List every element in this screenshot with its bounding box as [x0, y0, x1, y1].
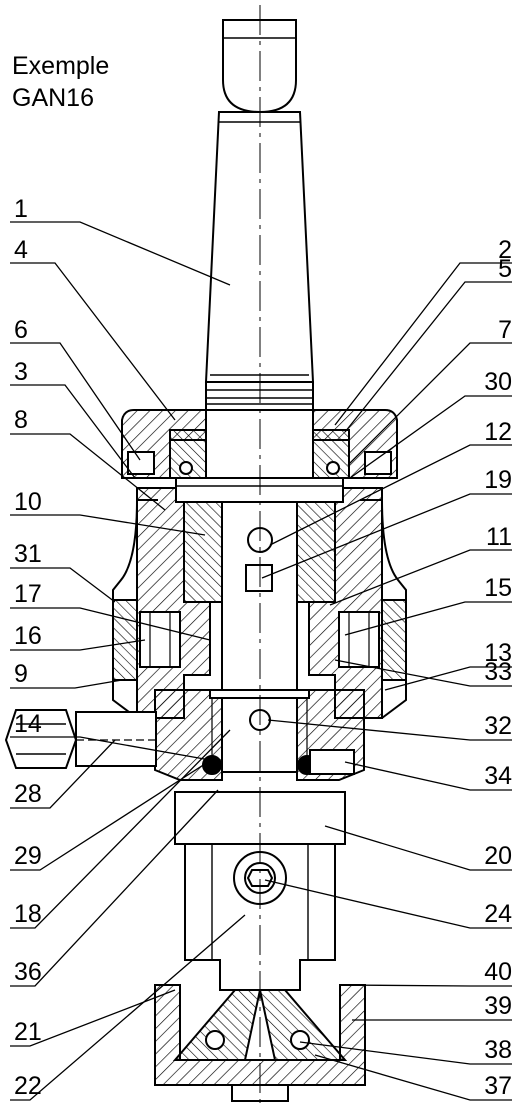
part-label-right: 39	[484, 992, 512, 1020]
part-label-right: 7	[498, 316, 512, 344]
part-label-left: 1	[14, 195, 28, 223]
part-label-left: 36	[14, 958, 42, 986]
part-label-left: 14	[14, 710, 42, 738]
part-label-right: 19	[484, 466, 512, 494]
title-line-2: GAN16	[12, 84, 94, 112]
part-label-left: 22	[14, 1072, 42, 1100]
part-label-left: 17	[14, 580, 42, 608]
part-label-left: 9	[14, 660, 28, 688]
part-label-right: 33	[484, 658, 512, 686]
part-label-right: 13	[484, 639, 512, 667]
title-line-1: Exemple	[12, 52, 110, 80]
part-label-left: 6	[14, 316, 28, 344]
part-label-left: 8	[14, 406, 28, 434]
part-label-right: 5	[498, 255, 512, 283]
part-label-left: 10	[14, 488, 42, 516]
part-label-right: 2	[498, 236, 512, 264]
part-label-right: 32	[484, 712, 512, 740]
part-label-right: 30	[484, 368, 512, 396]
part-label-right: 20	[484, 842, 512, 870]
part-label-left: 21	[14, 1018, 42, 1046]
part-label-left: 28	[14, 780, 42, 808]
part-label-left: 16	[14, 622, 42, 650]
part-label-left: 18	[14, 900, 42, 928]
part-label-right: 37	[484, 1072, 512, 1100]
part-label-right: 24	[484, 900, 512, 928]
part-label-left: 29	[14, 842, 42, 870]
part-label-right: 12	[484, 418, 512, 446]
part-label-right: 34	[484, 762, 512, 790]
part-label-right: 40	[484, 958, 512, 986]
part-label-right: 11	[486, 523, 512, 551]
part-label-left: 3	[14, 358, 28, 386]
part-label-right: 38	[484, 1036, 512, 1064]
part-label-left: 31	[14, 540, 42, 568]
part-label-left: 4	[14, 236, 28, 264]
part-label-right: 15	[484, 574, 512, 602]
